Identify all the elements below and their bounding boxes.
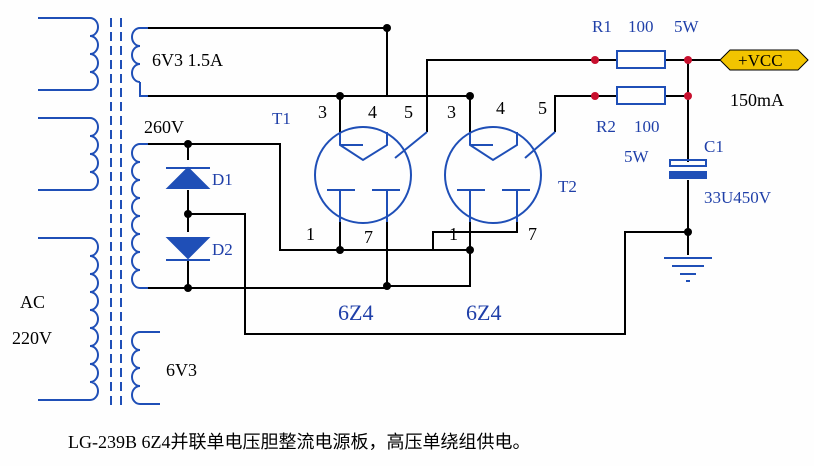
secondary-6v3-label: 6V3 bbox=[166, 360, 197, 380]
d2-label: D2 bbox=[212, 240, 233, 259]
t1-pin3-label: 3 bbox=[318, 102, 327, 122]
t2-pin7-label: 7 bbox=[528, 224, 537, 244]
hv-winding bbox=[131, 143, 141, 289]
heater-voltage-label: 6V3 1.5A bbox=[152, 50, 223, 70]
d1-label: D1 bbox=[212, 170, 233, 189]
t2-pin1-label: 1 bbox=[449, 224, 458, 244]
hv-voltage-label: 260V bbox=[144, 117, 184, 137]
junction-dots bbox=[184, 24, 692, 292]
t1-pin1-label: 1 bbox=[306, 224, 315, 244]
r2-ref-label: R2 bbox=[596, 117, 616, 136]
ground-symbol bbox=[664, 257, 712, 282]
primary-winding bbox=[89, 17, 99, 401]
primary-ac-label: AC bbox=[20, 292, 45, 312]
diode-d1 bbox=[165, 166, 211, 189]
r1-value-label: 100 bbox=[628, 17, 654, 36]
diode-d2 bbox=[165, 237, 211, 261]
c1-value-label: 33U450V bbox=[704, 188, 772, 207]
tube-t1 bbox=[314, 126, 428, 224]
t2-pin3-label: 3 bbox=[447, 102, 456, 122]
r2-power-label: 5W bbox=[624, 147, 650, 166]
tube1-type-label: 6Z4 bbox=[338, 300, 373, 325]
tube2-type-label: 6Z4 bbox=[466, 300, 501, 325]
current-label: 150mA bbox=[730, 90, 784, 110]
t1-pin4-label: 4 bbox=[368, 102, 377, 122]
primary-voltage-label: 220V bbox=[12, 328, 52, 348]
r1-power-label: 5W bbox=[674, 17, 700, 36]
tube2-ref-label: T2 bbox=[558, 177, 577, 196]
resistor-r1 bbox=[616, 50, 666, 69]
diagram-caption: LG-239B 6Z4并联单电压胆整流电源板，高压单绕组供电。 bbox=[68, 432, 531, 452]
capacitor-c1 bbox=[669, 159, 707, 179]
transformer bbox=[38, 17, 160, 410]
t2-pin5-label: 5 bbox=[538, 98, 547, 118]
vcc-tag bbox=[719, 49, 809, 71]
vcc-label: +VCC bbox=[738, 51, 783, 70]
tube-t2 bbox=[444, 126, 556, 224]
tube1-ref-label: T1 bbox=[272, 109, 291, 128]
c1-ref-label: C1 bbox=[704, 137, 724, 156]
resistor-r2 bbox=[616, 86, 666, 105]
t1-pin7-label: 7 bbox=[364, 227, 373, 247]
t2-pin4-label: 4 bbox=[496, 98, 505, 118]
t1-pin5-label: 5 bbox=[404, 102, 413, 122]
heater-winding bbox=[131, 27, 141, 83]
r1-ref-label: R1 bbox=[592, 17, 612, 36]
secondary-6v3-winding bbox=[131, 331, 141, 405]
r2-value-label: 100 bbox=[634, 117, 660, 136]
wiring bbox=[148, 27, 720, 335]
